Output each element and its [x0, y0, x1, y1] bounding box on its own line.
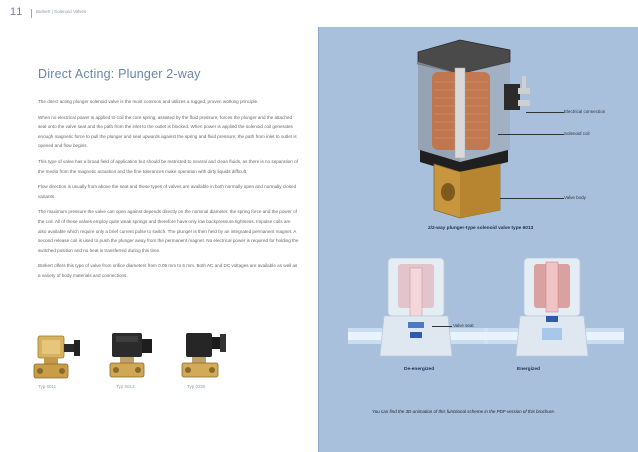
- callout-valve-seat: Valve seat: [453, 323, 474, 328]
- callout-electrical-connection: Electrical connection: [564, 109, 606, 114]
- product-0255-image: [181, 333, 226, 378]
- valve-seat-leader: [432, 326, 452, 327]
- product-label-0255: Typ 0255: [187, 384, 206, 389]
- paragraph-application: This type of valve has a broad field of …: [38, 158, 298, 174]
- callout-solenoid-coil: Solenoid coil: [564, 131, 590, 136]
- paragraph-pressure: The maximum pressure the valve can open …: [38, 209, 299, 253]
- electrical-connection-leader: [526, 112, 564, 113]
- energized-schematic: [484, 257, 624, 357]
- product-label-6013: Typ 6013: [116, 384, 135, 389]
- solenoid-coil-leader: [498, 134, 564, 135]
- page-number: 11: [10, 6, 24, 18]
- paragraph-intro: The direct acting plunger solenoid valve…: [38, 99, 259, 104]
- paragraph-flow-direction: Flow direction is usually from above the…: [38, 184, 297, 199]
- product-label-6011: Typ 6011: [38, 384, 57, 389]
- panel-divider: [318, 27, 319, 452]
- breadcrumb: Bürkert | Solenoid Valves: [36, 9, 87, 14]
- paragraph-offering: Bürkert offers this type of valve from o…: [38, 263, 298, 278]
- product-6013-image: [109, 333, 152, 378]
- diagram-caption: 2/2-way plunger-type solenoid valve type…: [428, 226, 534, 231]
- body-text: The direct acting plunger solenoid valve…: [38, 97, 300, 287]
- state-label-energized: Energized: [517, 367, 540, 372]
- left-panel: [0, 27, 318, 452]
- state-label-deenergized: De-energized: [404, 367, 435, 372]
- product-6011-image: [33, 335, 80, 379]
- cutaway-valve-illustration: [417, 39, 530, 219]
- header-separator: [31, 9, 32, 18]
- callout-valve-body: Valve body: [564, 195, 586, 200]
- deenergized-schematic: [348, 257, 488, 357]
- valve-body-leader: [500, 198, 564, 199]
- paragraph-operation: When no electrical power is applied to c…: [38, 114, 297, 149]
- footnote: You can find the 3D-animation of this fu…: [372, 409, 556, 414]
- page-title: Direct Acting: Plunger 2-way: [38, 67, 201, 81]
